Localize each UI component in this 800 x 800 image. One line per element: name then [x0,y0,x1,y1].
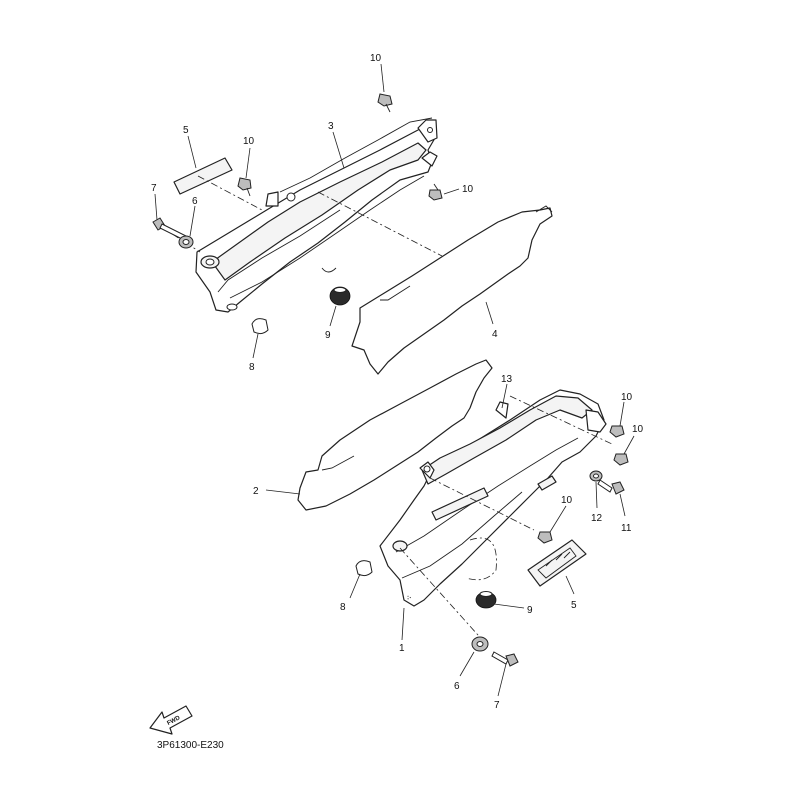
callout-10-lower-c: 10 [561,495,573,506]
side-panel-4-bevel [380,285,411,301]
bolt-11 [597,479,625,495]
screw-10-right [428,183,443,201]
side-cover-1-front-boss [392,540,408,552]
side-panel-4-rear-tip [535,205,553,213]
damper-8-lower [355,560,373,577]
side-cover-3-hook [321,267,337,273]
side-cover-3-front-boss-hole [205,258,215,266]
callout-13: 13 [501,374,513,385]
callout-10-top: 10 [370,53,382,64]
side-cover-1-recess [537,475,557,491]
callout-6-upper: 6 [192,196,198,207]
side-cover-1-dotted-contour [465,537,497,581]
callout-10-lower-a: 10 [621,392,633,403]
side-cover-3-tab-rear-hole [427,127,433,133]
grommet-9-upper [329,286,351,306]
side-cover-1-tab-13 [495,401,509,419]
screw-10-lower-c [537,531,553,544]
side-cover-1-stamp: ∴ [406,595,412,602]
side-cover-1-rear-bracket [585,409,607,433]
diagram-code: 3P61300-E230 [157,740,224,751]
upper-side-cover-assembly [152,93,553,375]
side-cover-3-lower-boss [226,303,238,311]
callout-10-lower-b: 10 [632,424,644,435]
alignment-line-lower-front [399,547,487,645]
callout-4: 4 [492,329,498,340]
alignment-line-lower-panel [429,477,535,531]
alignment-line-panel [317,191,443,257]
fwd-arrow-icon [149,705,193,735]
bolt-7-lower [491,651,519,667]
callout-5-upper: 5 [183,125,189,136]
grommet-9-lower [475,591,497,609]
callout-7-lower: 7 [494,700,500,711]
callout-9-lower: 9 [527,605,533,616]
callout-8-lower: 8 [340,602,346,613]
screw-10-mid-left [237,177,252,197]
callout-2: 2 [253,486,259,497]
side-cover-3-tab-mid [421,151,438,167]
callout-10-mid-left: 10 [243,136,255,147]
bolt-7-upper [152,217,187,241]
side-cover-3-tab-front [265,191,279,207]
side-cover-3-flange [211,142,427,281]
callout-7-upper: 7 [151,183,157,194]
side-panel-2 [297,359,493,511]
screw-10-top [377,93,393,113]
screw-10-lower-a [609,425,625,438]
lower-side-cover-assembly: ∴ [297,359,629,667]
callout-3: 3 [328,121,334,132]
callout-9-upper: 9 [325,330,331,341]
side-cover-3-inner-edge [217,209,341,293]
side-cover-1-mount-hole [423,465,431,473]
callout-8-upper: 8 [249,362,255,373]
callout-5-lower: 5 [571,600,577,611]
collar-6-lower [471,636,489,652]
callout-11: 11 [621,523,632,534]
emblem-5-upper [173,157,233,195]
screw-10-lower-b [613,453,629,466]
collar-12 [589,470,603,482]
collar-6-upper [178,235,194,249]
callout-10-right: 10 [462,184,474,195]
emblem-5-lower [527,539,587,587]
callout-6-lower: 6 [454,681,460,692]
side-cover-3-lower-edge [229,175,425,299]
fwd-arrow: FWD [149,705,193,735]
side-cover-1-lower-edge [401,491,523,579]
side-cover-3-mid-boss [286,192,296,202]
callout-labels: 10 5 10 3 7 6 10 9 4 8 13 10 10 2 12 11 … [151,53,644,711]
side-panel-2-bevel [321,455,355,471]
leader-lines [154,63,635,697]
alignment-line-decal [197,175,263,211]
alignment-line-lower-mount [509,395,613,445]
side-cover-1-inner-edge [395,437,579,553]
callout-12: 12 [591,513,603,524]
damper-8-upper [251,318,269,335]
side-cover-3-top-rail [279,117,433,193]
callout-1: 1 [399,643,405,654]
side-panel-4 [351,207,553,375]
